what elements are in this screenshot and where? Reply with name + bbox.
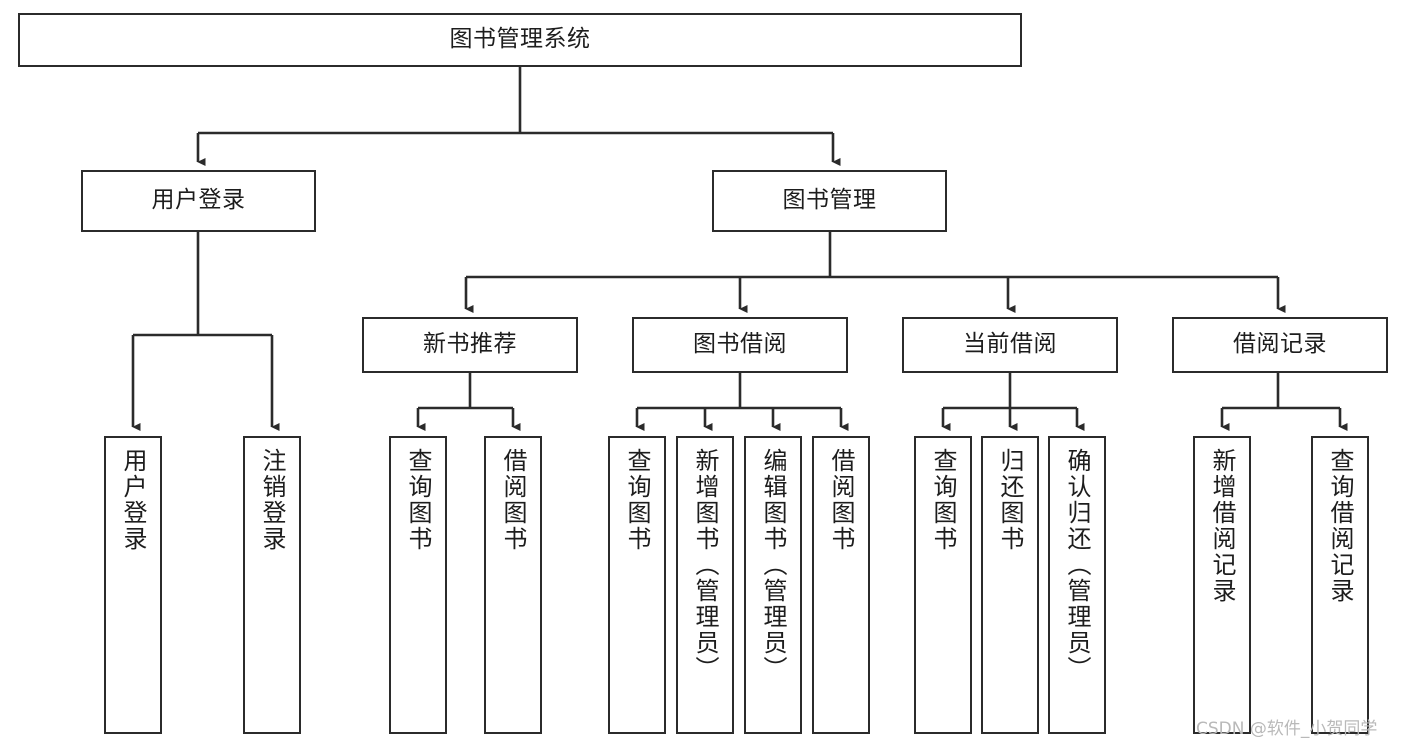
node-label: 查询图书 bbox=[623, 448, 651, 552]
leaf-query-borrow-record[interactable]: 查询借阅记录 bbox=[1311, 436, 1369, 734]
node-label: 编辑图书（管理员） bbox=[759, 448, 787, 682]
leaf-borrow-book-recommend[interactable]: 借阅图书 bbox=[484, 436, 542, 734]
leaf-query-book-recommend[interactable]: 查询图书 bbox=[389, 436, 447, 734]
node-label: 图书借阅 bbox=[693, 331, 787, 358]
node-current-borrow[interactable]: 当前借阅 bbox=[902, 317, 1118, 373]
leaf-edit-book-admin[interactable]: 编辑图书（管理员） bbox=[744, 436, 802, 734]
leaf-query-book-current[interactable]: 查询图书 bbox=[914, 436, 972, 734]
leaf-add-borrow-record[interactable]: 新增借阅记录 bbox=[1193, 436, 1251, 734]
node-label: 注销登录 bbox=[258, 448, 286, 552]
node-label: 查询图书 bbox=[929, 448, 957, 552]
watermark-text: CSDN @软件_小贺同学 bbox=[1196, 719, 1378, 739]
node-label: 借阅图书 bbox=[827, 448, 855, 552]
node-label: 图书管理 bbox=[782, 187, 877, 214]
leaf-add-book-admin[interactable]: 新增图书（管理员） bbox=[676, 436, 734, 734]
node-new-book-recommend[interactable]: 新书推荐 bbox=[362, 317, 578, 373]
node-label: 归还图书 bbox=[996, 448, 1024, 552]
node-book-borrow[interactable]: 图书借阅 bbox=[632, 317, 848, 373]
node-label: 用户登录 bbox=[119, 448, 147, 552]
leaf-confirm-return-admin[interactable]: 确认归还（管理员） bbox=[1048, 436, 1106, 734]
node-label: 确认归还（管理员） bbox=[1063, 448, 1091, 682]
leaf-user-login[interactable]: 用户登录 bbox=[104, 436, 162, 734]
node-label: 新增图书（管理员） bbox=[691, 448, 719, 682]
node-label: 新增借阅记录 bbox=[1208, 448, 1236, 604]
node-label: 借阅图书 bbox=[499, 448, 527, 552]
node-book-management[interactable]: 图书管理 bbox=[712, 170, 947, 232]
leaf-query-book-borrow[interactable]: 查询图书 bbox=[608, 436, 666, 734]
node-user-login[interactable]: 用户登录 bbox=[81, 170, 316, 232]
node-label: 查询图书 bbox=[404, 448, 432, 552]
node-borrow-record[interactable]: 借阅记录 bbox=[1172, 317, 1388, 373]
node-label: 当前借阅 bbox=[963, 331, 1057, 358]
node-label: 新书推荐 bbox=[423, 331, 517, 358]
node-label: 用户登录 bbox=[151, 187, 246, 214]
leaf-return-book[interactable]: 归还图书 bbox=[981, 436, 1039, 734]
node-label: 查询借阅记录 bbox=[1326, 448, 1354, 604]
node-label: 借阅记录 bbox=[1233, 331, 1327, 358]
node-label: 图书管理系统 bbox=[449, 26, 591, 53]
leaf-user-logout[interactable]: 注销登录 bbox=[243, 436, 301, 734]
leaf-borrow-book[interactable]: 借阅图书 bbox=[812, 436, 870, 734]
node-root-library-management-system[interactable]: 图书管理系统 bbox=[18, 13, 1022, 67]
